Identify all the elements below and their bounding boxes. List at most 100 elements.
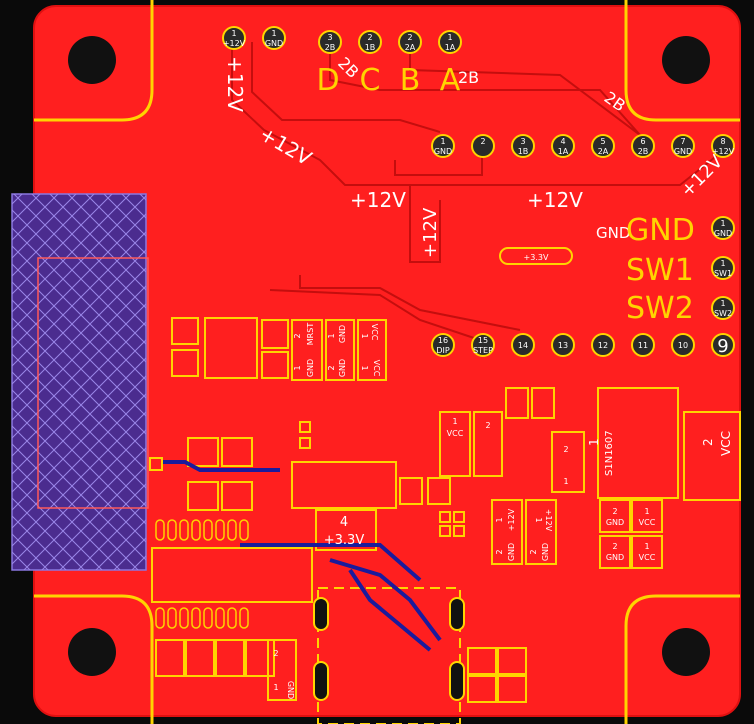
top-pin-6[interactable] — [438, 30, 462, 54]
mid-pin-5-label: 2A — [598, 147, 609, 156]
mid-pin-3-label: 1B — [518, 147, 529, 156]
bottom-pad-1: 1 — [273, 683, 278, 692]
top-pin-4[interactable] — [358, 30, 382, 54]
top-pin-1[interactable] — [222, 26, 246, 50]
row-pin-15-num: 15 — [478, 336, 488, 345]
copper-traces — [231, 42, 725, 341]
vcc-small-label: VCC — [447, 429, 464, 438]
mid-pin-7[interactable] — [671, 134, 695, 158]
top-pin-3[interactable] — [318, 30, 342, 54]
top-header: 1 +12V 1 GND 3 2B 2 1B 2 2A 1 1A D C B A — [222, 26, 462, 98]
mid-pin-8[interactable] — [711, 134, 735, 158]
capvcc-1-label: GND — [606, 518, 624, 527]
cap12-4-num: 2 — [529, 549, 538, 554]
mid-pin-8-num: 8 — [720, 137, 725, 146]
row-pin-12-num: 12 — [598, 341, 608, 350]
mid-pin-4[interactable] — [551, 134, 575, 158]
mid-pin-3-num: 3 — [520, 137, 525, 146]
pad-a1: 2 — [293, 333, 302, 338]
reg-num: 4 — [340, 515, 348, 530]
big-label-gnd: GND — [626, 213, 695, 248]
row-pin-15[interactable] — [471, 333, 495, 357]
right-pin-gnd[interactable] — [711, 216, 735, 240]
row-pin-10[interactable] — [671, 333, 695, 357]
pad-c2: GND — [338, 325, 347, 343]
top-pin-6-num: 1 — [447, 33, 452, 42]
cap12-3-num: 2 — [495, 549, 504, 554]
cap12-3-label: GND — [507, 543, 516, 561]
cap12-2-num: 1 — [534, 517, 543, 522]
mid-pin-6[interactable] — [631, 134, 655, 158]
pad-f2: VCC — [372, 360, 381, 377]
row-pin-9[interactable] — [711, 333, 735, 357]
top-pin-4-label: 1B — [365, 43, 376, 52]
capvcc-3-label: GND — [606, 553, 624, 562]
row-pin-14[interactable] — [511, 333, 535, 357]
right-pin-sw1-label: SW1 — [714, 269, 732, 278]
mid-pin-2[interactable] — [471, 134, 495, 158]
mid-header: 1 GND 2 3 1B 4 1A 5 2A 6 2B 7 GND 8 +12V — [431, 134, 735, 158]
mounting-hole-tl — [34, 0, 154, 122]
cap12-1-label: +12V — [507, 508, 516, 531]
row-pin-12[interactable] — [591, 333, 615, 357]
diode-num: 1 — [587, 438, 601, 446]
right-block: GND SW1 SW2 1 GND 1 SW1 1 SW2 — [626, 213, 735, 326]
diode-pin1: 1 — [563, 477, 568, 486]
mounting-hole-tl-drill — [68, 36, 116, 84]
mid-pin-1-label: GND — [434, 147, 452, 156]
v33-pill — [499, 247, 573, 265]
letter-c: C — [360, 63, 381, 98]
top-pin-2-label: GND — [265, 39, 283, 48]
top-pin-2-num: 1 — [271, 29, 276, 38]
top-pin-5[interactable] — [398, 30, 422, 54]
mid-pin-4-label: 1A — [558, 147, 569, 156]
mid-pin-5-num: 5 — [600, 137, 605, 146]
row-pin-16[interactable] — [431, 333, 455, 357]
row-pin-15-label: STEP — [473, 346, 493, 355]
side-connector-inner — [37, 257, 149, 509]
v12-label-d: +12V — [527, 188, 583, 212]
pad-c1: 1 — [327, 333, 336, 338]
mid-pin-3[interactable] — [511, 134, 535, 158]
top-pin-5-num: 2 — [407, 33, 412, 42]
right-pin-sw2-label: SW2 — [714, 309, 732, 318]
side-connector-hatch — [12, 194, 146, 570]
mid-pin-6-num: 6 — [640, 137, 645, 146]
right-pin-gnd-label: GND — [714, 229, 732, 238]
bottom-pad-2: 2 — [273, 649, 278, 658]
right-pin-sw1[interactable] — [711, 256, 735, 280]
pad-two: 2 — [485, 421, 490, 430]
right-pin-sw2[interactable] — [711, 296, 735, 320]
row-pin-11[interactable] — [631, 333, 655, 357]
bottom-row: 16 DIP 15 STEP 14 13 12 11 10 9 — [431, 333, 735, 357]
mid-pin-2-num: 2 — [480, 137, 485, 146]
row-pin-14-num: 14 — [518, 341, 528, 350]
pad-e1: VCC — [370, 324, 379, 341]
cap12-1-num: 1 — [495, 517, 504, 522]
mid-pin-1-num: 1 — [440, 137, 445, 146]
pad-b2: GND — [306, 359, 315, 377]
diode-pin2: 2 — [563, 445, 568, 454]
top-pin-2[interactable] — [262, 26, 286, 50]
v33-pill-label: +3.3V — [524, 253, 549, 262]
top-pin-3-num: 3 — [327, 33, 332, 42]
v12-label-c: +12V — [350, 188, 406, 212]
letter-b: B — [400, 63, 421, 98]
capvcc-4-label: VCC — [639, 553, 656, 562]
reg-label: +3.3V — [324, 533, 365, 548]
row-pin-16-num: 16 — [438, 336, 448, 345]
pad-a2: MRST — [306, 323, 315, 346]
letter-a: A — [440, 63, 461, 98]
vcc-small-num: 1 — [452, 417, 457, 426]
mid-pin-5[interactable] — [591, 134, 615, 158]
mid-pin-1[interactable] — [431, 134, 455, 158]
cap-vcc-num: 2 — [701, 438, 715, 446]
row-pin-10-num: 10 — [678, 341, 688, 350]
v12-label-e: +12V — [420, 207, 441, 258]
row-pin-13[interactable] — [551, 333, 575, 357]
top-pin-1-label: +12V — [223, 39, 246, 48]
row-pin-16-label: DIP — [436, 346, 450, 355]
top-pin-3-label: 2B — [325, 43, 336, 52]
pad-e2: 1 — [360, 333, 369, 338]
right-pin-gnd-num: 1 — [720, 219, 725, 228]
